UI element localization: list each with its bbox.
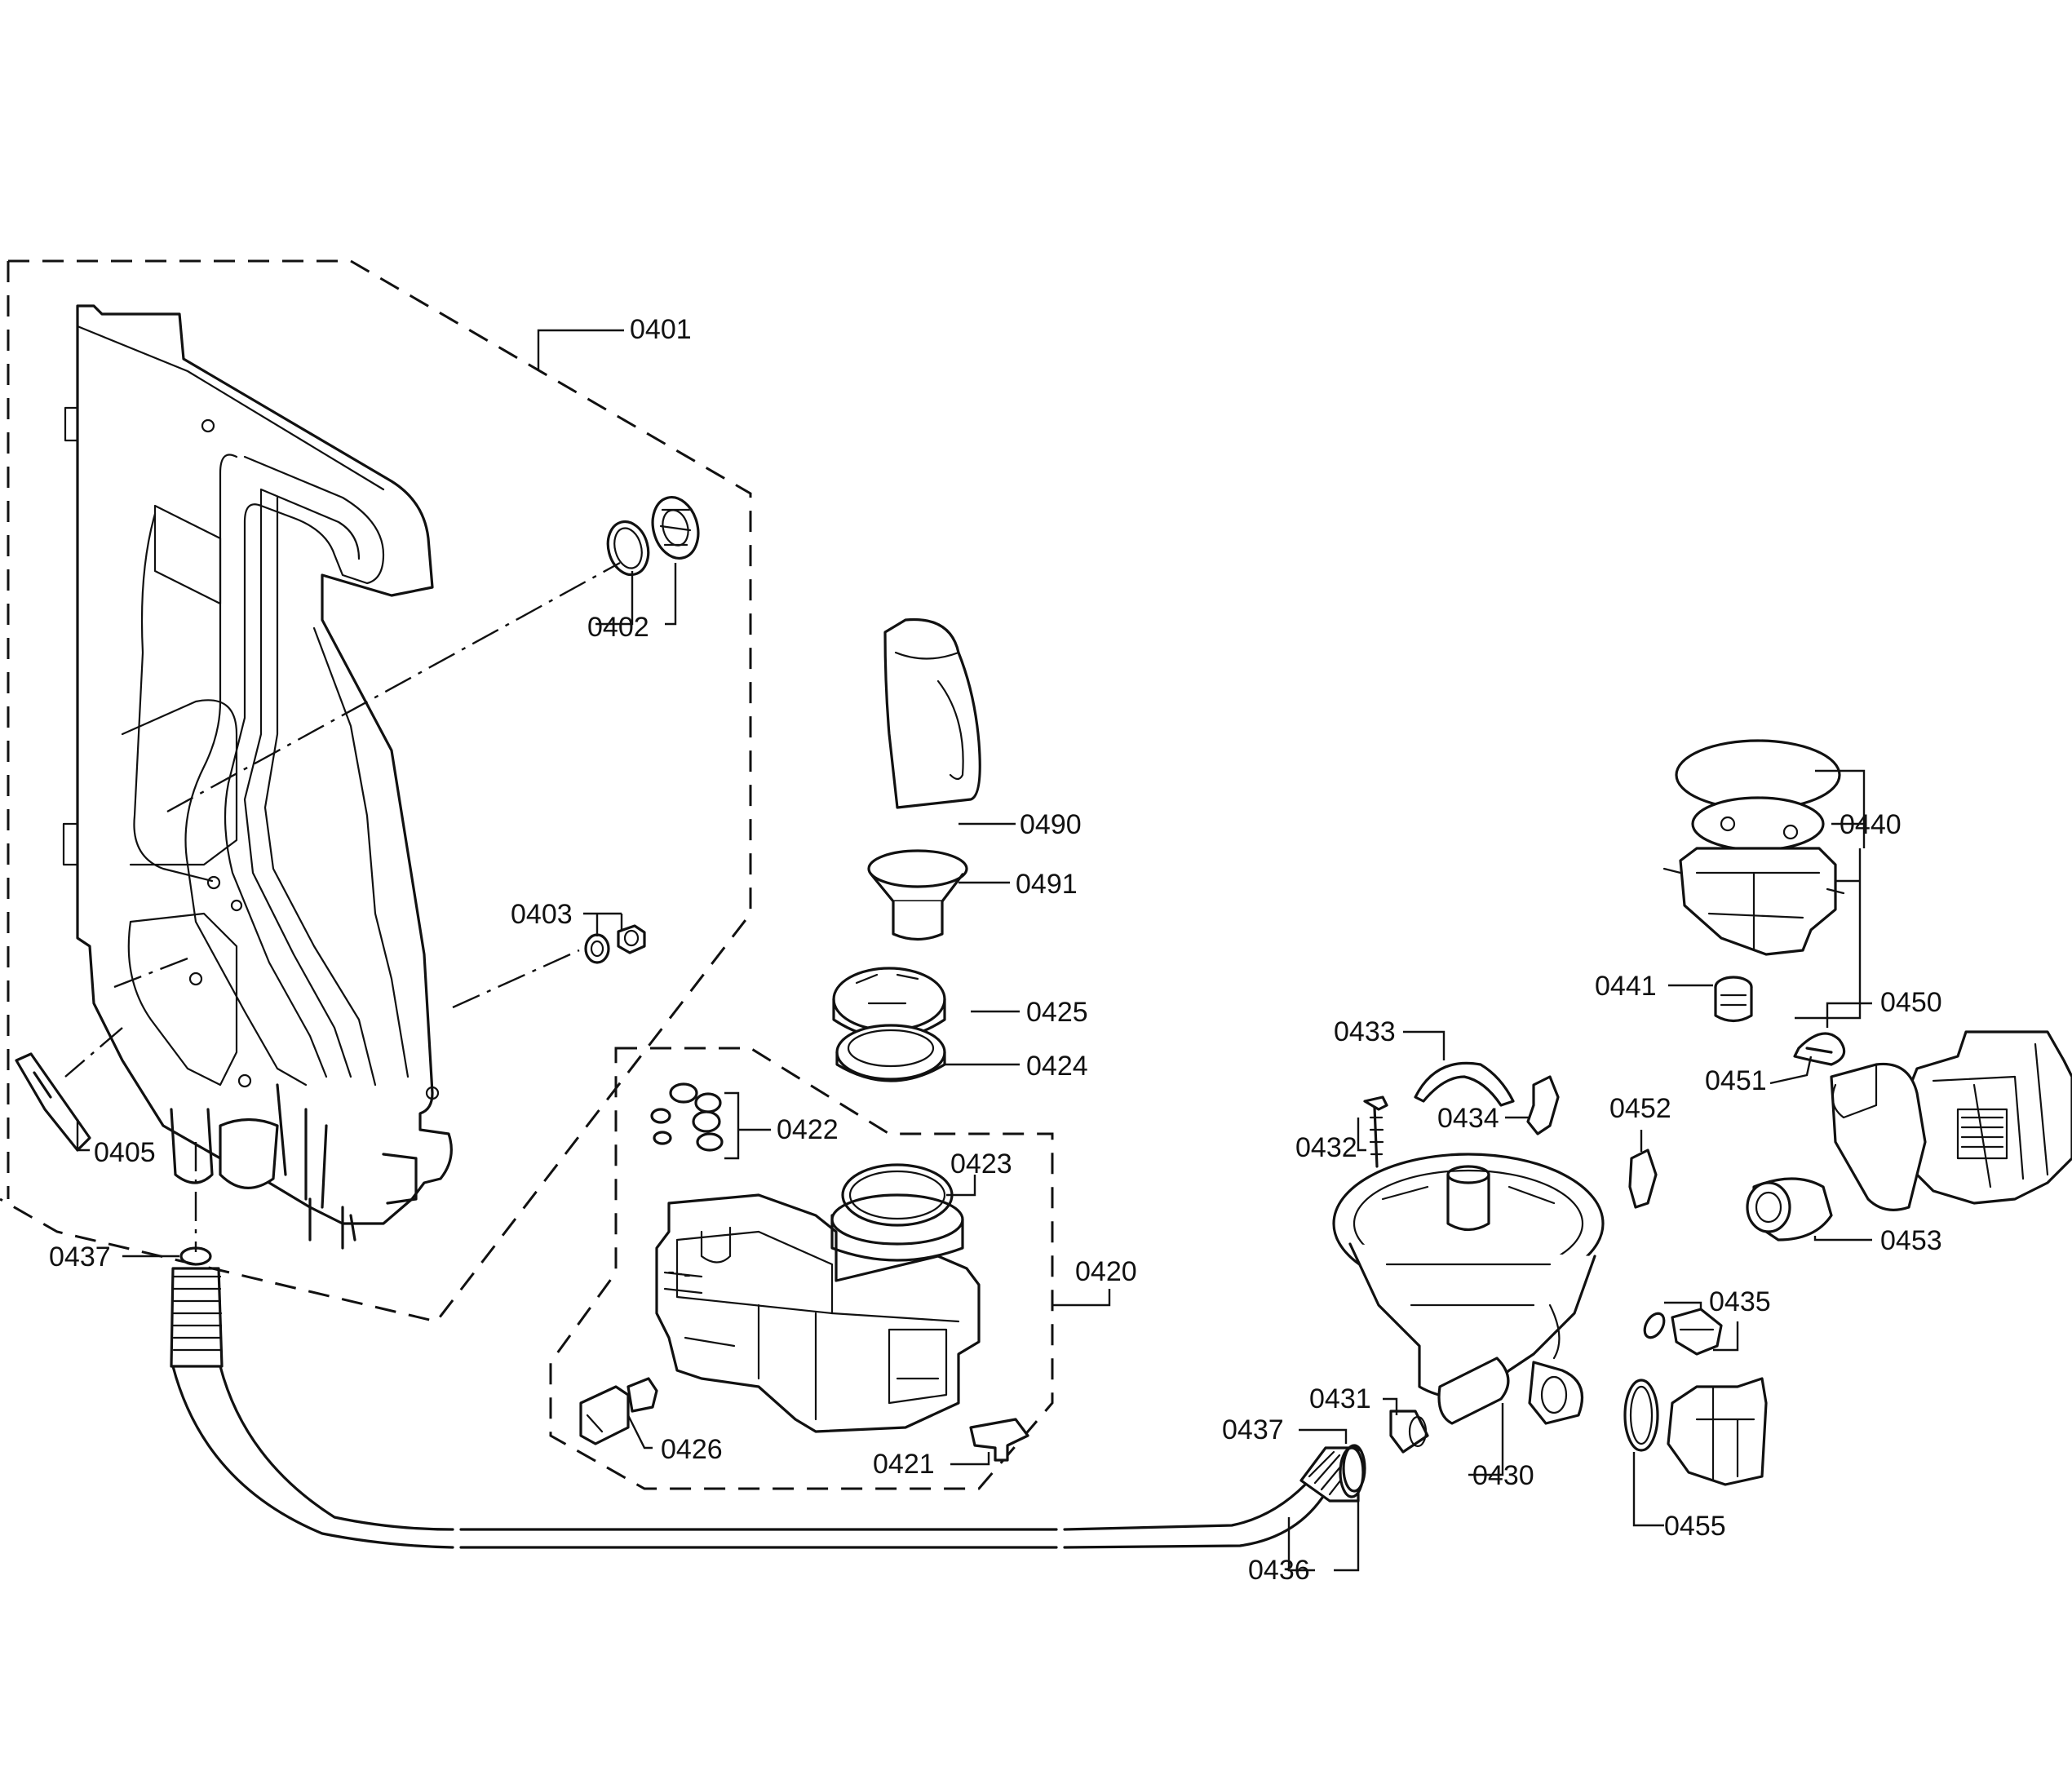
leader-0421 [950,1452,990,1466]
part-0402 [606,496,700,577]
callout-0490: 0490 [1020,809,1082,840]
part-0430 [1332,1153,1605,1425]
leader-0401 [537,329,624,371]
leader-0426 [626,1414,653,1450]
callout-0431: 0431 [1309,1383,1371,1414]
assembly-boundary-0420 [549,1047,1054,1490]
callout-0433: 0433 [1334,1016,1396,1047]
part-0491 [867,849,968,941]
leader-0435 [1664,1301,1739,1352]
part-0440 [1662,739,1845,956]
callout-0434: 0434 [1437,1103,1499,1134]
callout-0423: 0423 [950,1149,1012,1180]
callout-0420: 0420 [1075,1256,1137,1287]
part-0441 [1714,976,1753,1023]
leader-0430 [1468,1403,1504,1476]
callout-0424: 0424 [1026,1051,1088,1082]
leader-0423 [946,1175,976,1197]
axis-line-0402 [166,561,621,813]
part-0490 [883,617,981,809]
part-0421 [969,1418,1029,1462]
leader-0433 [1403,1030,1446,1060]
callout-0402: 0402 [587,612,649,643]
callout-0440: 0440 [1840,809,1902,840]
leader-0432 [1357,1118,1366,1152]
callout-0453: 0453 [1880,1225,1942,1256]
part-0420 [655,1193,981,1433]
leader-0431 [1383,1397,1398,1415]
leader-0450 [1826,1002,1872,1028]
part-0433 [1414,1061,1515,1107]
part-0434 [1526,1075,1560,1135]
callout-0421: 0421 [873,1449,935,1480]
leader-0402 [595,563,677,626]
leader-0436 [1287,1493,1360,1572]
callout-0401: 0401 [630,314,692,345]
callout-0426: 0426 [661,1434,723,1465]
part-0432 [1363,1095,1388,1168]
leader-0422 [724,1091,771,1160]
callout-0425: 0425 [1026,997,1088,1028]
callout-0403: 0403 [511,899,573,930]
leader-0420 [1052,1289,1111,1307]
leader-0405 [76,1119,90,1152]
leader-0455 [1632,1452,1664,1527]
part-0426 [579,1377,658,1445]
callout-0432: 0432 [1295,1132,1357,1163]
side-panel-0401 [62,304,453,1250]
part-0403 [584,924,646,964]
part-0425 [832,967,946,1039]
leader-0453 [1813,1236,1872,1242]
callout-0455: 0455 [1664,1511,1726,1542]
leader-0403 [583,912,623,936]
callout-0452: 0452 [1609,1093,1671,1124]
part-0450 [1830,1030,2072,1211]
callout-0437-left: 0437 [49,1242,111,1272]
drain-hose-left [170,1246,1327,1549]
callout-0422: 0422 [777,1114,839,1145]
part-0452 [1628,1149,1658,1209]
callout-0430: 0430 [1472,1460,1534,1491]
part-0424 [835,1024,946,1082]
callout-0405: 0405 [94,1137,156,1168]
callout-0451: 0451 [1705,1065,1767,1096]
leader-0451 [1769,1056,1813,1085]
part-0455 [1623,1377,1768,1486]
part-0453 [1746,1177,1833,1242]
part-0451 [1793,1032,1846,1066]
part-0422 [650,1082,724,1152]
drain-hose-right [1299,1444,1366,1503]
leader-0437b [1299,1428,1348,1444]
leader-0440 [1795,769,1866,1020]
callout-0436: 0436 [1248,1555,1310,1586]
callout-0491: 0491 [1016,869,1078,900]
axis-line-0405 [64,1027,123,1078]
axis-line-0403 [113,949,580,1009]
assembly-boundary-0401 [0,259,752,1323]
part-0431 [1389,1410,1429,1454]
callout-0441: 0441 [1595,971,1657,1002]
part-0405 [15,1052,91,1152]
callout-0435: 0435 [1709,1286,1771,1317]
callout-0450: 0450 [1880,987,1942,1018]
callout-0437-right: 0437 [1222,1414,1284,1445]
